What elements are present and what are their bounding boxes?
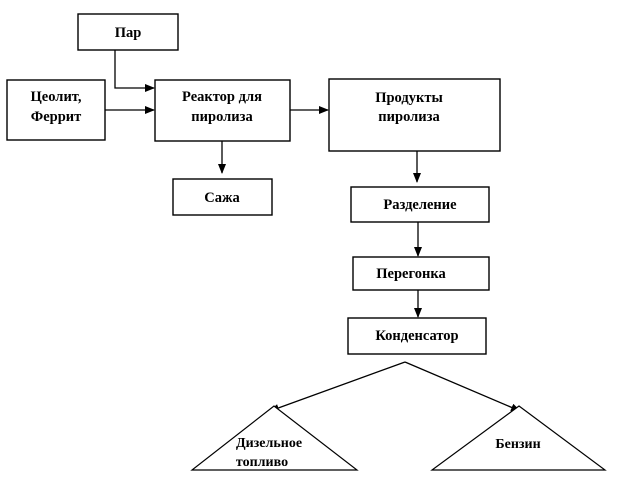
node-steam: Пар	[78, 14, 178, 50]
node-reactor-label-line1: Реактор для	[182, 89, 262, 105]
node-diesel-label-line2: топливо	[236, 455, 288, 470]
node-catalyst-label-line2: Феррит	[31, 109, 82, 125]
node-diesel: Дизельное топливо	[192, 406, 357, 470]
node-soot: Сажа	[173, 179, 272, 215]
node-condenser-label: Конденсатор	[375, 328, 458, 344]
node-diesel-label-line1: Дизельное	[236, 436, 302, 451]
node-separation: Разделение	[351, 187, 489, 222]
node-soot-label: Сажа	[204, 190, 240, 206]
node-gasoline-label: Бензин	[495, 437, 540, 452]
node-products: Продукты пиролиза	[329, 79, 500, 151]
node-catalyst-label-line1: Цеолит,	[31, 89, 82, 105]
node-catalyst: Цеолит, Феррит	[7, 80, 105, 140]
node-reactor: Реактор для пиролиза	[155, 80, 290, 141]
node-reactor-label-line2: пиролиза	[191, 109, 253, 125]
node-steam-label: Пар	[115, 25, 142, 41]
node-separation-label: Разделение	[383, 197, 457, 213]
node-condenser: Конденсатор	[348, 318, 486, 354]
connector-steam-to-reactor	[115, 50, 154, 88]
connector-condenser-to-gasoline	[405, 362, 520, 411]
node-distillation-label: Перегонка	[376, 266, 446, 282]
node-products-label-line2: пиролиза	[378, 109, 440, 125]
connector-condenser-to-diesel	[270, 362, 405, 411]
node-distillation: Перегонка	[353, 257, 489, 290]
node-products-label-line1: Продукты	[375, 90, 443, 106]
node-gasoline: Бензин	[432, 406, 605, 470]
